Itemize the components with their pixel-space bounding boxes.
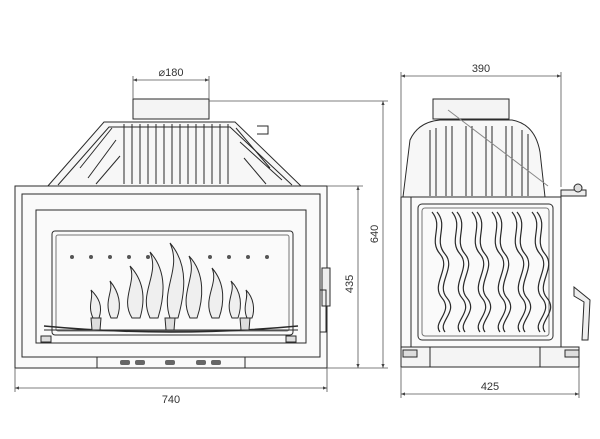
side-lever: [573, 285, 591, 341]
side-foot-right: [564, 349, 580, 358]
dimension-flue-diameter: ⌀180: [159, 67, 184, 79]
side-dimensions: [400, 72, 580, 398]
side-panel-inner: [421, 207, 550, 337]
side-door-handle: [560, 189, 587, 197]
dimension-side-width-top: 390: [472, 63, 490, 75]
door-handle-knob: [319, 289, 327, 333]
side-wave-ribs: [431, 211, 552, 333]
hood-inner: [57, 126, 293, 186]
side-handle-knob: [573, 183, 583, 193]
dimension-total-height: 640: [369, 225, 381, 243]
door-frame: [35, 209, 307, 344]
hood-ribs: [79, 124, 283, 185]
side-hood-outline: [402, 119, 546, 198]
side-flue-collar: [432, 98, 510, 120]
side-view: [400, 98, 591, 368]
rivet-row: [70, 255, 269, 259]
side-ash-box: [429, 346, 541, 368]
front-dimensions: [14, 76, 388, 392]
flames: [90, 242, 255, 319]
glass-inner: [55, 234, 290, 332]
log-holders: [90, 317, 251, 331]
side-base: [400, 346, 580, 368]
flue-collar: [132, 98, 210, 120]
front-view: [14, 98, 331, 369]
ash-pan-vents: [120, 360, 221, 365]
front-foot-right: [285, 335, 297, 343]
side-panel: [417, 203, 554, 341]
ash-pan: [96, 356, 246, 369]
hood-hook: [257, 125, 269, 135]
side-flue-guide: [447, 109, 549, 187]
dimension-front-width: 740: [162, 394, 180, 406]
grate-curve: [43, 325, 299, 333]
side-foot-left: [402, 349, 418, 358]
front-foot-left: [40, 335, 52, 343]
dimension-side-depth-bottom: 425: [481, 381, 499, 393]
side-hood-ribs: [429, 126, 529, 196]
glass-window: [51, 230, 294, 336]
dimension-body-height: 435: [344, 275, 356, 293]
